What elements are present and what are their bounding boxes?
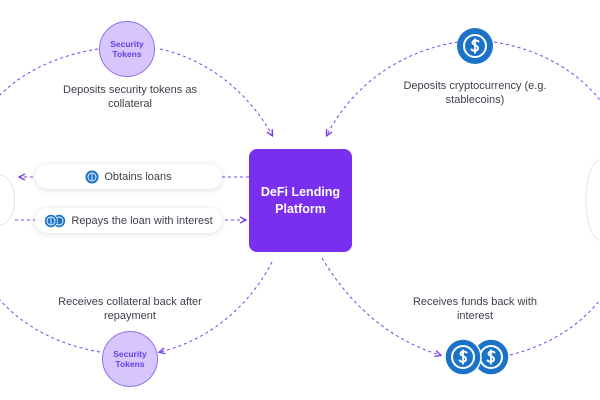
stablecoin-icon xyxy=(85,170,99,184)
right-partial-node xyxy=(585,159,600,241)
security-tokens-top: Security Tokens xyxy=(99,21,155,77)
stablecoin-icon xyxy=(456,27,494,70)
caption-receives-collateral: Receives collateral back after repayment xyxy=(58,296,202,322)
security-tokens-bottom: Security Tokens xyxy=(102,331,158,387)
security-tokens-bottom-label: Security Tokens xyxy=(113,349,147,369)
pill-repays-loan-label: Repays the loan with interest xyxy=(71,214,213,227)
flow-arc-left-top xyxy=(159,48,272,135)
left-partial-node xyxy=(0,174,16,226)
caption-receives-funds-back: Receives funds back with interest xyxy=(412,296,538,322)
flow-arc-right-bottom xyxy=(321,257,440,355)
flow-arc-right-outer-bottom xyxy=(509,299,600,356)
flow-arc-right-outer-top xyxy=(493,41,600,101)
flow-arc-left-bottom xyxy=(160,261,273,352)
stablecoins-icon xyxy=(44,213,67,228)
caption-deposits-security-tokens: Deposits security tokens as collateral xyxy=(63,84,197,110)
security-tokens-top-label: Security Tokens xyxy=(110,39,144,59)
stablecoins-pair-icon xyxy=(444,338,510,381)
platform-label: DeFi Lending Platform xyxy=(260,184,341,216)
caption-deposits-cryptocurrency: Deposits cryptocurrency (e.g. stablecoin… xyxy=(403,80,547,106)
pill-obtains-loans-label: Obtains loans xyxy=(104,170,172,183)
defi-lending-platform: DeFi Lending Platform xyxy=(249,149,352,252)
pill-obtains-loans: Obtains loans xyxy=(35,164,222,189)
flow-arc-left-outer-top xyxy=(0,48,99,96)
pill-repays-loan: Repays the loan with interest xyxy=(35,208,222,233)
flow-arc-left-outer-bottom xyxy=(0,299,101,353)
